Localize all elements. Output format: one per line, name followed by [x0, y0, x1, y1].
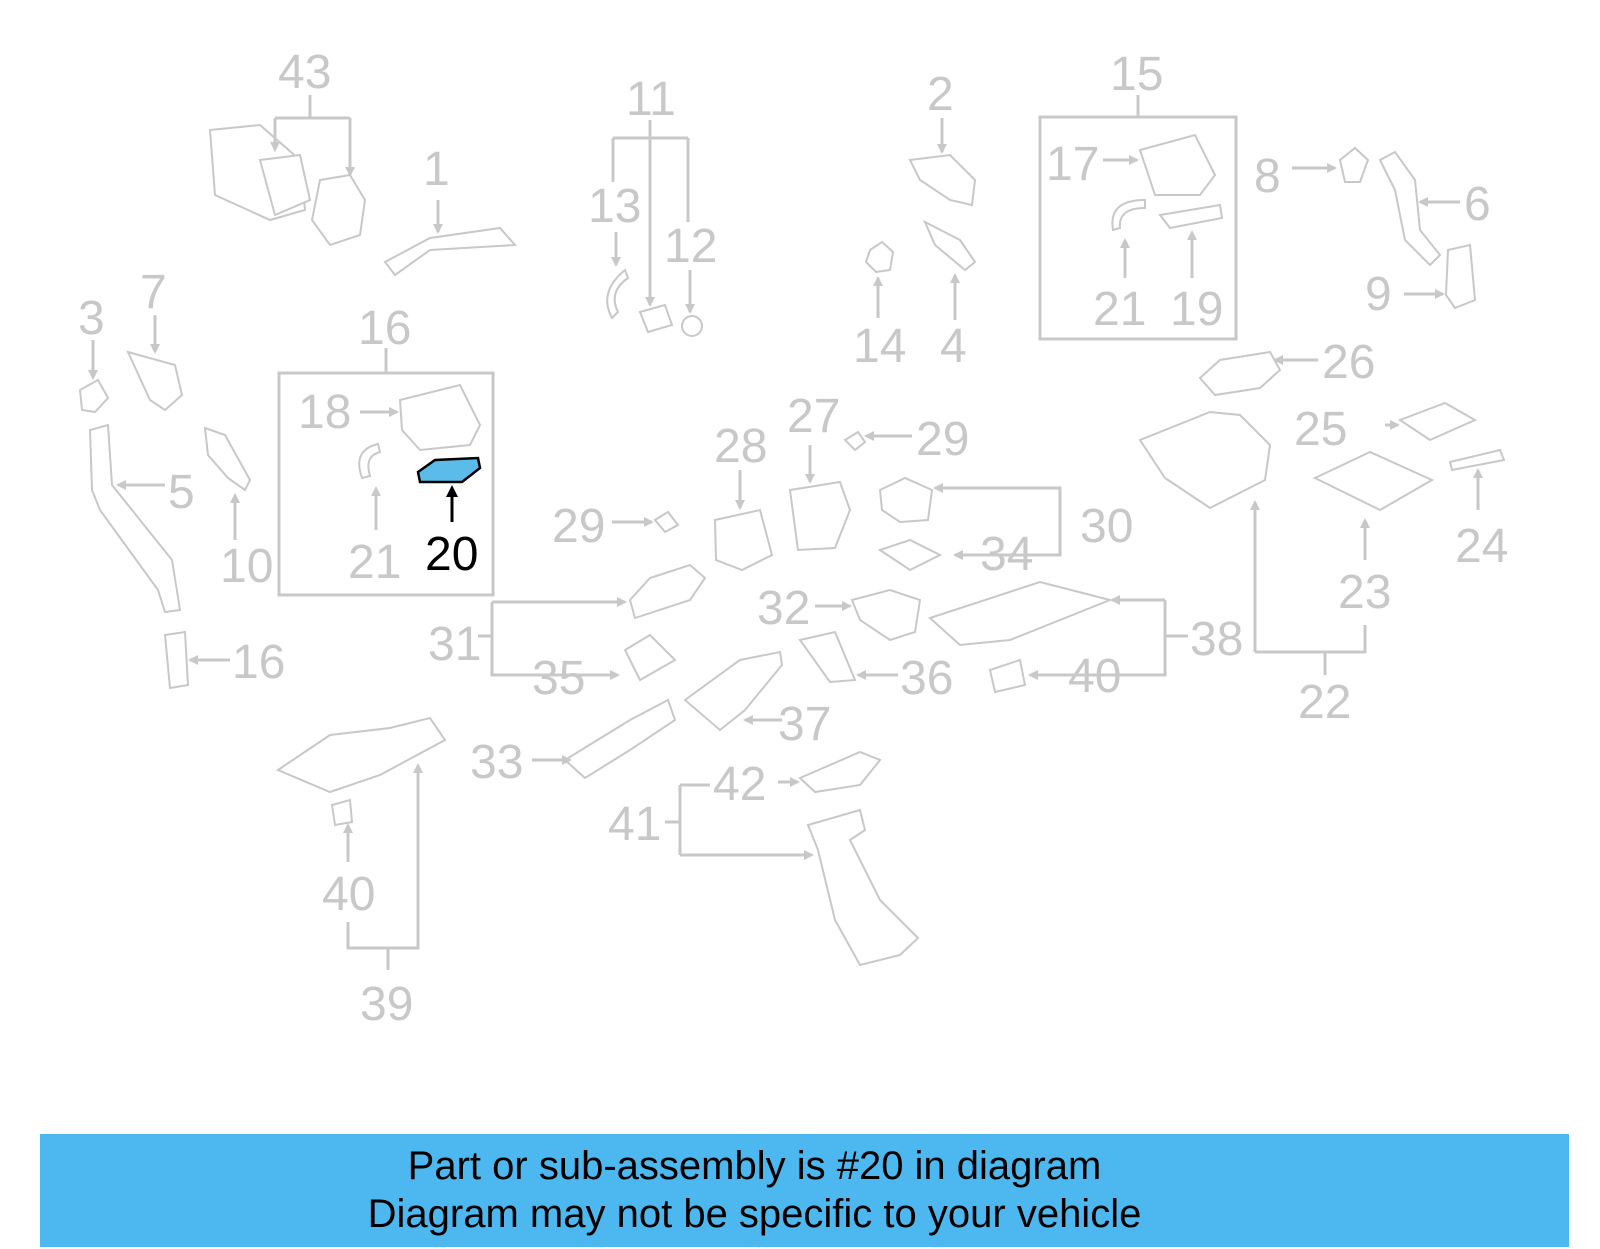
callout-9: 9 — [1365, 268, 1392, 321]
part-group-console — [1138, 350, 1506, 675]
part-group-2 — [864, 118, 977, 320]
callout-22: 22 — [1298, 676, 1351, 729]
callout-24: 24 — [1455, 520, 1508, 573]
callout-8-right: 8 — [1254, 150, 1281, 203]
part-group-bottom — [275, 650, 920, 970]
callout-12: 12 — [664, 220, 717, 273]
callout-40-bottom: 40 — [322, 868, 375, 921]
callout-11: 11 — [626, 73, 676, 126]
callout-40-right: 40 — [1068, 650, 1121, 703]
callout-5: 10 — [220, 540, 273, 593]
callout-4: 4 — [940, 320, 967, 373]
callout-2: 2 — [927, 68, 954, 121]
part-group-6 — [1292, 146, 1477, 310]
part-group-15 — [1103, 95, 1224, 278]
callout-21-top: 21 — [1093, 283, 1146, 336]
part-group-43 — [208, 95, 367, 247]
callout-3: 7 — [140, 266, 167, 319]
highlighted-part-20[interactable] — [416, 456, 482, 522]
callout-21: 21 — [348, 536, 401, 589]
callout-8-left: 3 — [78, 292, 105, 345]
callout-30: 30 — [1080, 500, 1133, 553]
callout-27: 27 — [787, 390, 840, 443]
callout-42: 42 — [713, 758, 766, 811]
banner-line-2: Diagram may not be specific to your vehi… — [367, 1192, 1142, 1236]
callout-34: 34 — [980, 528, 1033, 581]
callout-33: 33 — [470, 736, 523, 789]
callout-39: 39 — [360, 978, 413, 1031]
callout-14: 14 — [853, 320, 906, 373]
callout-31: 31 — [428, 618, 481, 671]
info-banner: Part or sub-assembly is #20 in diagram D… — [40, 1134, 1569, 1247]
banner-line-1: Part or sub-assembly is #20 in diagram — [407, 1144, 1102, 1188]
callout-19: 19 — [1170, 283, 1223, 336]
part-group-11 — [606, 120, 703, 337]
callout-15: 15 — [1110, 48, 1163, 101]
part-group-lower — [478, 563, 1188, 694]
callout-17: 17 — [1046, 138, 1099, 191]
part-group-16 — [358, 383, 482, 530]
callout-6: 6 — [1464, 178, 1491, 231]
callout-25: 25 — [1294, 403, 1347, 456]
callout-28: 28 — [714, 420, 767, 473]
callout-37: 37 — [778, 698, 831, 751]
callout-29-left: 29 — [552, 500, 605, 553]
callout-38: 38 — [1190, 613, 1243, 666]
callout-16-label: 16 — [358, 302, 411, 355]
part-group-1 — [383, 200, 518, 277]
callout-23: 23 — [1338, 566, 1391, 619]
callout-36: 36 — [900, 652, 953, 705]
callout-7: 5 — [168, 466, 195, 519]
callout-32: 32 — [757, 582, 810, 635]
callout-26: 26 — [1322, 336, 1375, 389]
callout-35: 35 — [532, 652, 585, 705]
callout-43: 43 — [278, 46, 331, 99]
callout-18: 18 — [298, 386, 351, 439]
part-group-center — [612, 430, 1062, 572]
callout-29-right: 29 — [916, 413, 969, 466]
callout-41: 41 — [608, 798, 661, 851]
part-group-left — [78, 315, 252, 690]
callout-20[interactable]: 20 — [425, 528, 478, 581]
group-box-16 — [277, 371, 495, 597]
callout-1: 1 — [423, 143, 450, 196]
callout-10: 16 — [232, 636, 285, 689]
callout-13: 13 — [588, 180, 641, 233]
